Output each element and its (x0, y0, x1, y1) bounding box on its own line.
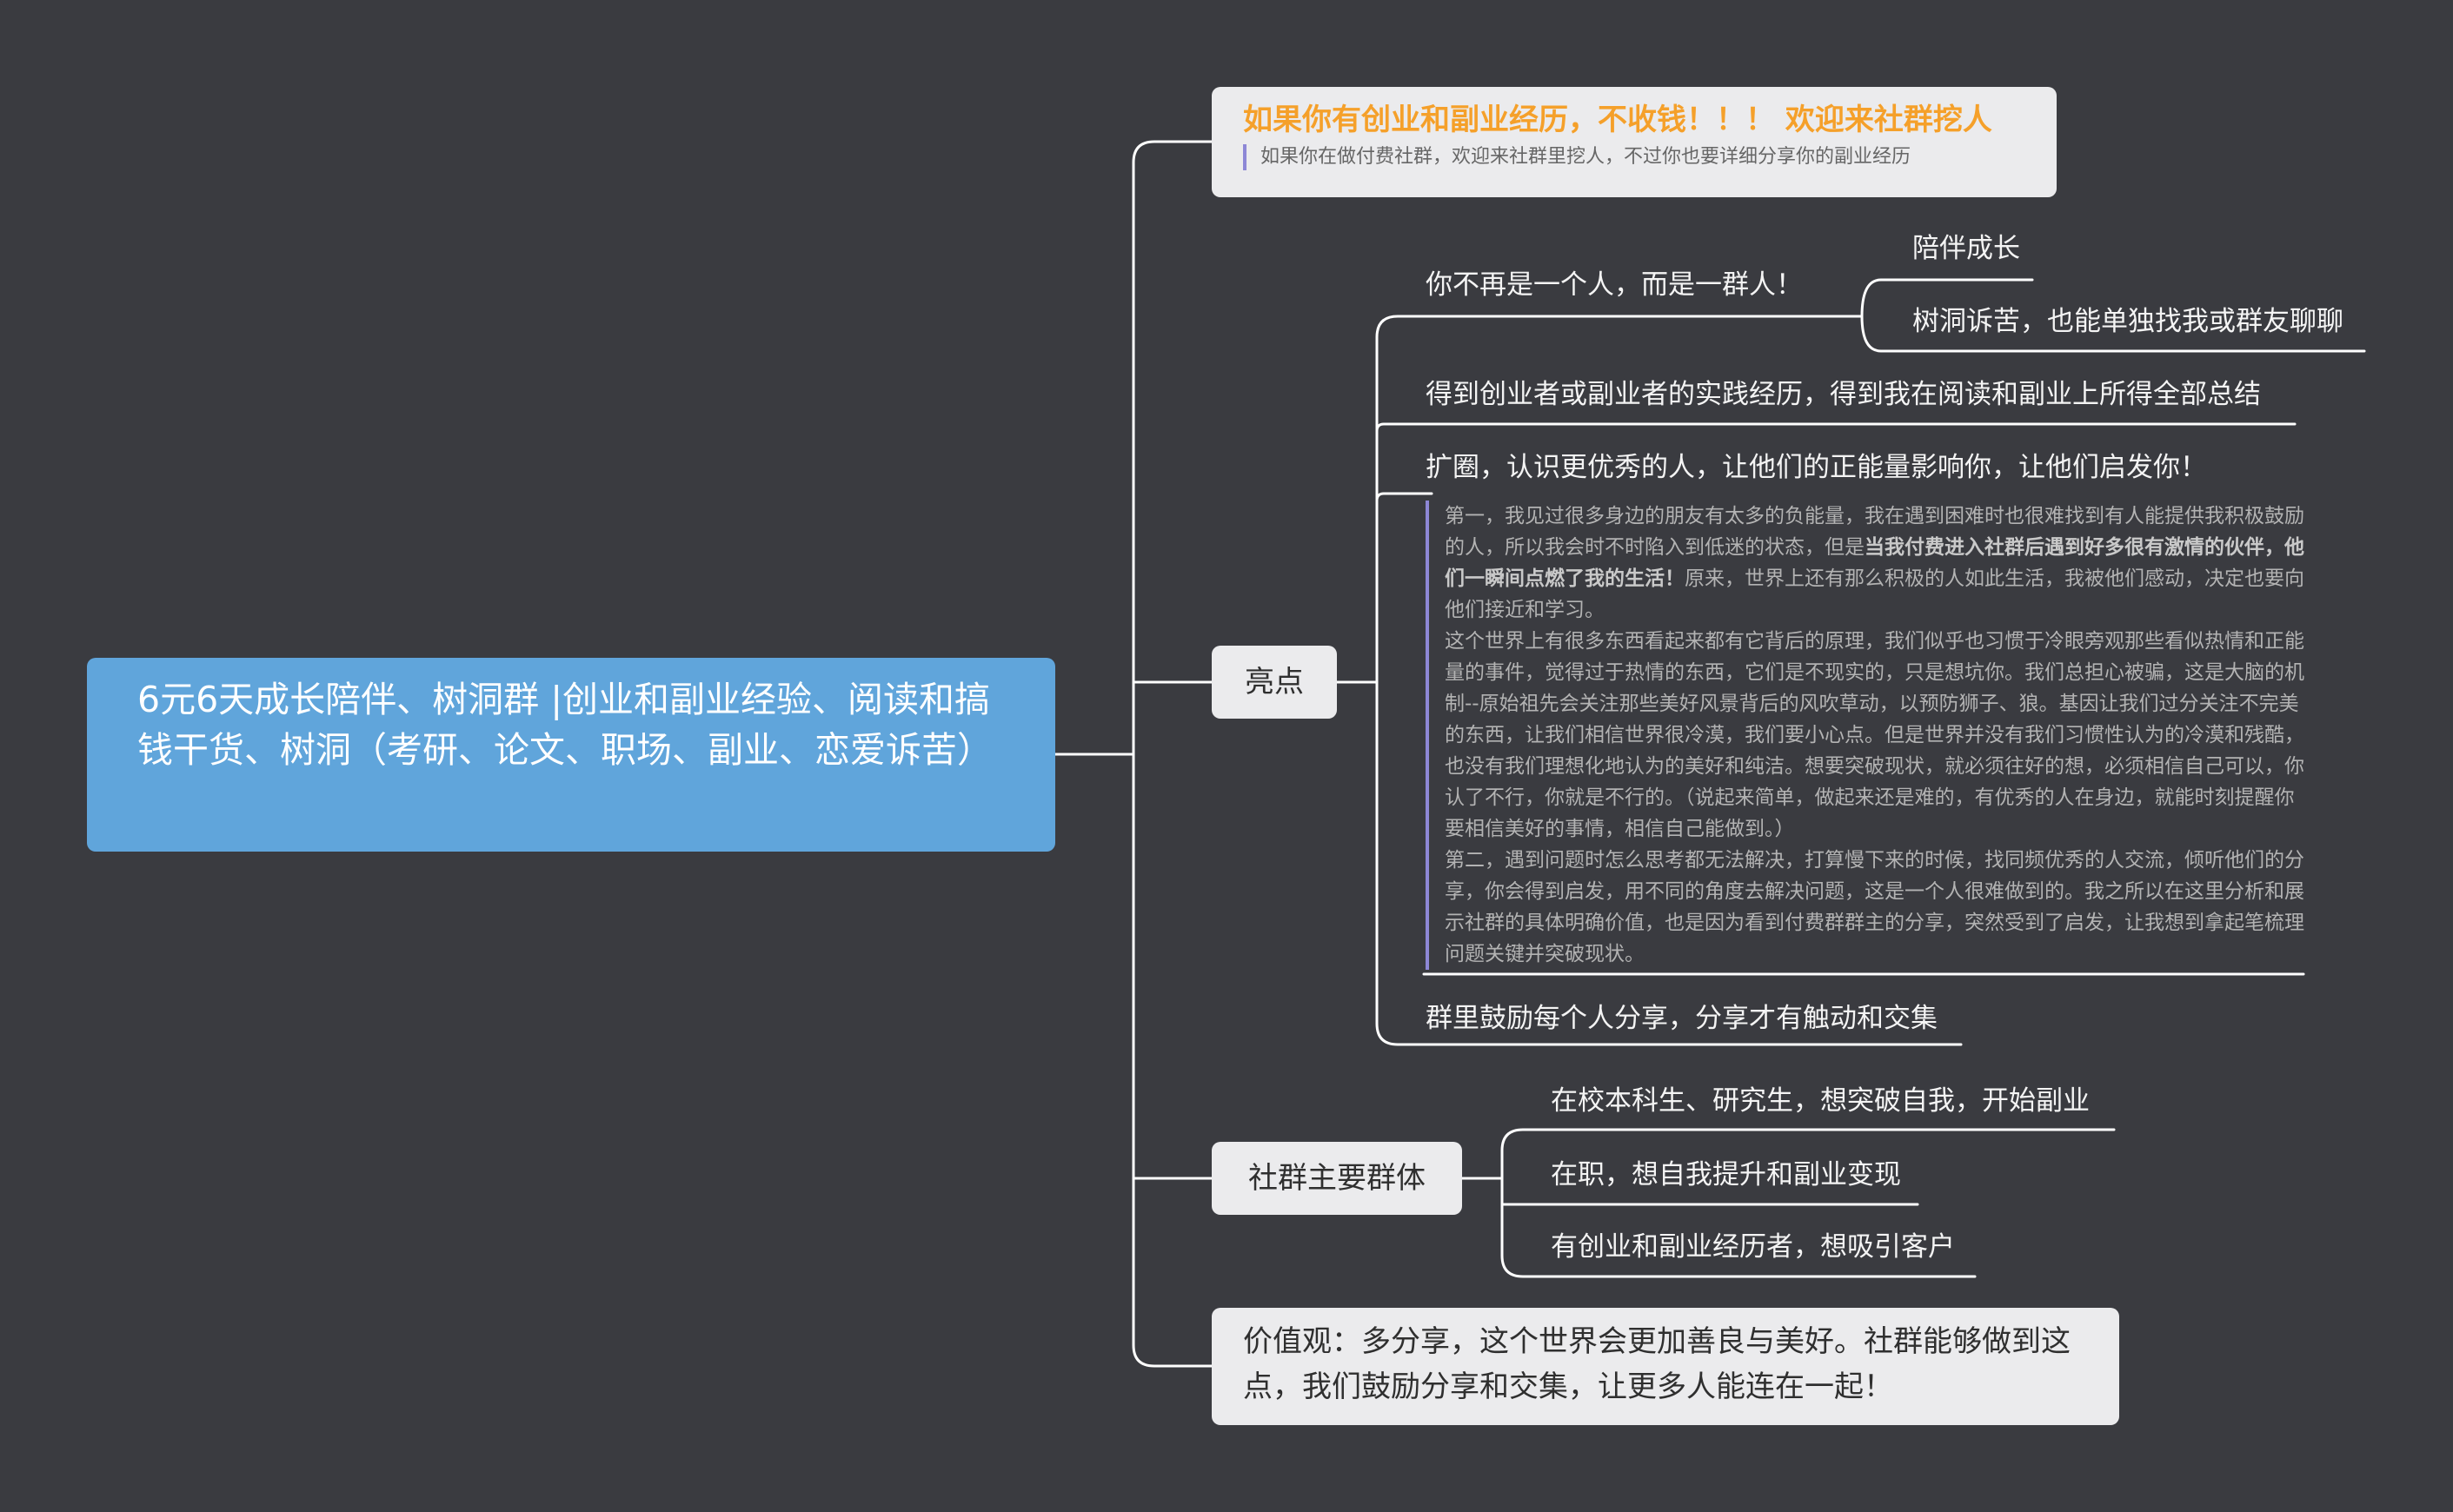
sub-trunk (1860, 278, 1916, 353)
topic-values[interactable]: 价值观：多分享，这个世界会更加善良与美好。社群能够做到这点，我们鼓励分享和交集，… (1212, 1308, 2119, 1425)
highlights-mid-2 (1375, 492, 1426, 502)
highlight-item-4[interactable]: 群里鼓励每个人分享，分享才有触动和交集 (1426, 1003, 1938, 1034)
highlight-subitem-1[interactable]: 陪伴成长 (1912, 233, 2020, 264)
note-p1-tail: 原来，世界上还有那么积极的人如此生活，我被他们感动，决定也要向他们接近和学习。 (1445, 567, 2304, 621)
note-p1-text: 第一，我见过很多身边的朋友有太多的负能量，我在遇到困难时也很难找到有人能提供我积… (1445, 505, 2304, 559)
note-paragraph-1: 第一，我见过很多身边的朋友有太多的负能量，我在遇到困难时也很难找到有人能提供我积… (1445, 501, 2314, 626)
highlight-item-1[interactable]: 你不再是一个人，而是一群人！ (1426, 269, 1803, 301)
groups-trunk (1500, 1128, 1547, 1278)
topic-groups[interactable]: 社群主要群体 (1212, 1142, 1462, 1215)
group-item-2[interactable]: 在职，想自我提升和副业变现 (1551, 1159, 1901, 1190)
root-topic[interactable]: 6元6天成长陪伴、树洞群 |创业和副业经验、阅读和搞钱干货、树洞（考研、论文、职… (87, 658, 1055, 852)
topic-values-text: 价值观：多分享，这个世界会更加善良与美好。社群能够做到这点，我们鼓励分享和交集，… (1243, 1324, 2071, 1404)
highlight-item-3[interactable]: 扩圈，认识更优秀的人，让他们的正能量影响你，让他们启发你！ (1426, 452, 2207, 483)
root-title: 6元6天成长陪伴、树洞群 |创业和副业经验、阅读和搞钱干货、树洞（考研、论文、职… (137, 679, 993, 771)
underline-h3 (1422, 492, 2305, 976)
highlight-subitem-2[interactable]: 树洞诉苦，也能单独找我或群友聊聊 (1912, 306, 2343, 337)
group-item-1[interactable]: 在校本科生、研究生，想突破自我，开始副业 (1551, 1085, 2090, 1117)
main-trunk (1132, 140, 1213, 1368)
topic-recruit-title: 如果你有创业和副业经历，不收钱！！！ 欢迎来社群挖人 (1243, 103, 1992, 137)
note-paragraph-3: 第二，遇到问题时怎么思考都无法解决，打算慢下来的时候，找同频优秀的人交流，倾听他… (1445, 849, 2304, 965)
note-paragraph-2: 这个世界上有很多东西看起来都有它背后的原理，我们似乎也习惯于冷眼旁观那些看似热情… (1445, 630, 2304, 840)
topic-highlights-label: 亮点 (1245, 665, 1304, 700)
note-p1-bold: 当我付费进入社群后遇到好多很有激情的伙伴，他们一瞬间点燃了我的生活！ (1445, 536, 2304, 590)
highlights-trunk (1375, 315, 1426, 1046)
topic-groups-label: 社群主要群体 (1248, 1161, 1426, 1196)
topic-highlights[interactable]: 亮点 (1212, 646, 1337, 719)
highlight-item-2[interactable]: 得到创业者或副业者的实践经历，得到我在阅读和副业上所得全部总结 (1426, 379, 2261, 410)
group-item-3[interactable]: 有创业和副业经历者，想吸引客户 (1551, 1231, 1955, 1263)
highlight-note: 第一，我见过很多身边的朋友有太多的负能量，我在遇到困难时也很难找到有人能提供我积… (1426, 501, 2314, 970)
topic-recruit-note: 如果你在做付费社群，欢迎来社群里挖人，不过你也要详细分享你的副业经历 (1243, 144, 2025, 170)
topic-recruit[interactable]: 如果你有创业和副业经历，不收钱！！！ 欢迎来社群挖人 如果你在做付费社群，欢迎来… (1212, 87, 2057, 197)
highlights-mid-1 (1375, 422, 1426, 433)
